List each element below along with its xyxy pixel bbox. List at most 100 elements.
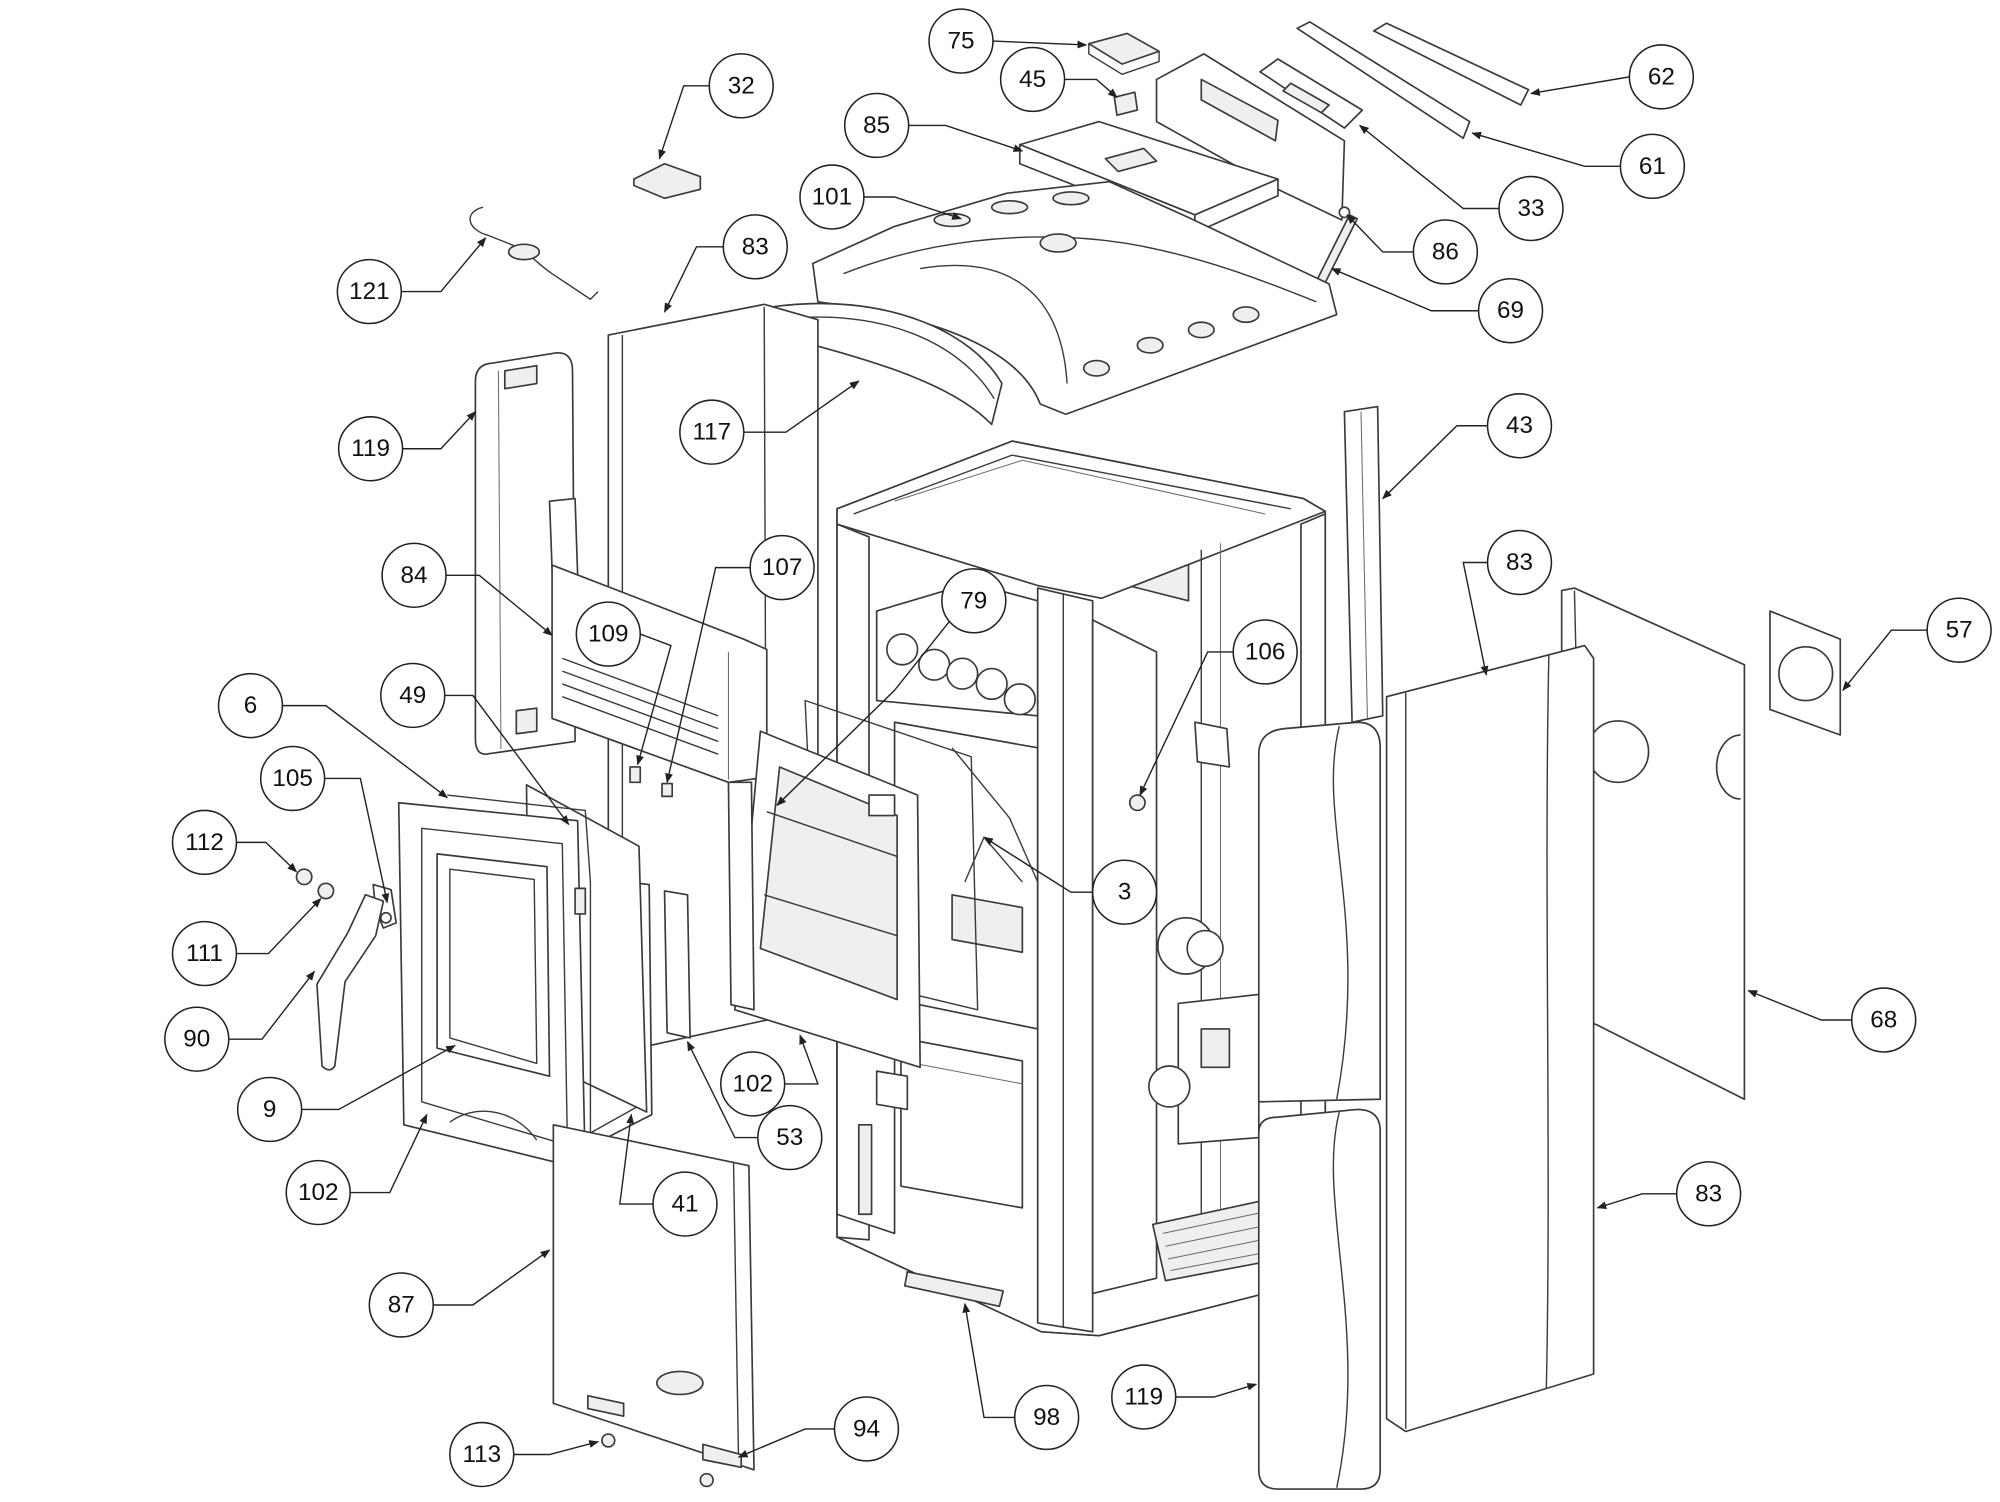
leader-line	[619, 1113, 654, 1205]
callout-101: 101	[799, 164, 962, 230]
top-assembly	[771, 21, 1530, 426]
callout-label: 94	[853, 1415, 880, 1442]
callout-circle	[720, 1051, 786, 1117]
callout-45: 45	[999, 46, 1118, 113]
callout-105: 105	[259, 745, 390, 904]
callout-circle	[259, 745, 326, 812]
wire-121-coil	[507, 243, 541, 261]
hinge-pin	[380, 911, 392, 924]
grate-bar	[1162, 1211, 1266, 1234]
callout-label: 119	[351, 435, 390, 462]
grill-slot	[562, 657, 719, 717]
callout-circle	[708, 53, 774, 119]
top-cover-vent	[990, 200, 1029, 215]
grill-slot	[562, 696, 719, 755]
callout-label: 102	[732, 1070, 772, 1097]
leader-line	[665, 566, 751, 784]
callout-57: 57	[1842, 597, 1992, 692]
callout-label: 9	[263, 1096, 277, 1123]
callout-circle	[799, 164, 865, 230]
callout-circle	[1486, 529, 1553, 596]
callout-label: 83	[1695, 1180, 1722, 1207]
leader-line	[513, 1440, 600, 1456]
leader-line	[1175, 1383, 1258, 1398]
callout-circle	[164, 1006, 230, 1072]
callout-83: 83	[1596, 1161, 1742, 1227]
callout-circle	[1111, 1364, 1177, 1430]
callout-label: 85	[863, 112, 890, 139]
callout-label: 62	[1648, 63, 1675, 90]
callout-label: 79	[960, 587, 987, 614]
callout-label: 45	[1019, 66, 1046, 93]
callout-circle	[1412, 219, 1479, 285]
leader-line	[1358, 124, 1500, 210]
side-cover-119-lower	[1257, 1108, 1382, 1490]
leader-line	[282, 704, 449, 799]
bracket-94-b	[702, 1443, 743, 1469]
leader-line	[992, 40, 1088, 49]
callout-107: 107	[665, 534, 815, 784]
firebox-hole	[1003, 683, 1036, 716]
callout-circle	[1675, 1161, 1742, 1227]
callout-label: 109	[588, 621, 629, 648]
callout-circle	[679, 399, 745, 465]
callout-3: 3	[983, 836, 1158, 925]
flue-plate-hole	[1778, 646, 1834, 702]
callout-circle	[833, 1396, 900, 1462]
callout-53: 53	[686, 1040, 823, 1171]
handle-90	[316, 893, 385, 1071]
leader-line	[784, 1034, 819, 1085]
brand-logo	[656, 1370, 704, 1396]
callout-121: 121	[336, 237, 487, 325]
leader-line	[228, 970, 315, 1040]
callout-circle	[236, 1076, 303, 1143]
body-top-edge-inner	[894, 459, 1266, 515]
callout-circle	[336, 258, 403, 325]
display-window	[1200, 78, 1279, 142]
leader-line	[402, 410, 477, 450]
side-cover-119-upper	[1257, 721, 1382, 1103]
callout-circle	[575, 601, 642, 667]
callout-circle	[757, 1104, 823, 1171]
callout-9: 9	[236, 1044, 456, 1143]
callout-label: 3	[1118, 879, 1131, 906]
door-frame-bar	[766, 811, 898, 858]
leader-line	[433, 1249, 551, 1306]
side-cover-edge	[497, 370, 502, 750]
callout-label: 101	[812, 184, 853, 211]
nut-111	[317, 882, 335, 900]
control-board-label	[1104, 147, 1158, 173]
callout-label: 113	[462, 1441, 501, 1468]
callout-label: 121	[349, 278, 390, 305]
callout-83: 83	[1462, 529, 1553, 676]
front-top-117-edge	[776, 316, 995, 400]
callout-label: 32	[728, 72, 755, 99]
callout-label: 106	[1245, 638, 1286, 665]
leader-line	[1596, 1193, 1677, 1209]
door-latch	[574, 887, 587, 915]
callout-75: 75	[928, 8, 1088, 74]
grate-bar	[1167, 1236, 1275, 1260]
body-top-edge	[853, 454, 1291, 515]
callout-circle	[1619, 133, 1686, 200]
callout-label: 102	[298, 1179, 339, 1206]
keypad-75-edge	[1088, 43, 1160, 76]
side-panel-83-right	[1385, 644, 1595, 1433]
strip-43-edge	[1360, 411, 1368, 719]
callout-83: 83	[663, 214, 788, 313]
leader-line	[1471, 131, 1621, 168]
callout-label: 53	[776, 1124, 803, 1151]
leader-line	[962, 1302, 1015, 1419]
leader-line	[863, 196, 962, 220]
callout-label: 75	[948, 28, 975, 55]
leader-line	[236, 841, 298, 873]
flue-opening	[1039, 233, 1077, 253]
back-panel-hole	[1586, 720, 1650, 784]
callout-117: 117	[679, 380, 860, 465]
leader-line	[1346, 214, 1414, 253]
leader-line	[1462, 561, 1489, 676]
callout-109: 109	[575, 601, 672, 766]
right-inner-chamber	[1091, 619, 1158, 1295]
callout-6: 6	[217, 672, 449, 799]
lower-column-slot	[857, 1123, 873, 1216]
